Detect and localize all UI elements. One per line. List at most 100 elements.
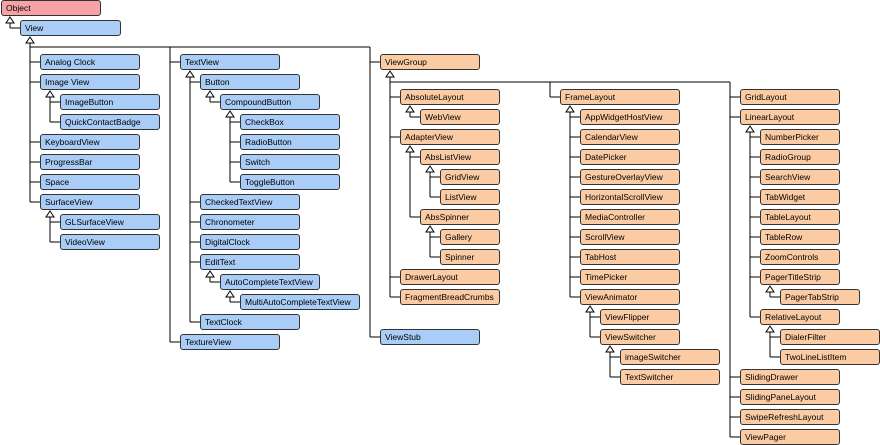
dialer-filter-node: DialerFilter	[780, 329, 880, 345]
inheritance-arrowhead	[45, 210, 55, 218]
table-layout-node: TableLayout	[760, 209, 840, 225]
inheritance-arrowhead	[425, 225, 435, 233]
multi-auto-complete-text-view-label: MultiAutoCompleteTextView	[245, 297, 351, 307]
sliding-drawer-node: SlidingDrawer	[740, 369, 840, 385]
inheritance-arrowhead	[385, 70, 395, 78]
pager-tab-strip-node: PagerTabStrip	[780, 289, 860, 305]
drawer-layout-node: DrawerLayout	[400, 269, 500, 285]
view-animator-node: ViewAnimator	[580, 289, 680, 305]
checked-text-view-label: CheckedTextView	[205, 197, 273, 207]
date-picker-node: DatePicker	[580, 149, 680, 165]
auto-complete-text-view-label: AutoCompleteTextView	[225, 277, 313, 287]
chronometer-node: Chronometer	[200, 214, 300, 230]
media-controller-node: MediaController	[580, 209, 680, 225]
inheritance-arrowhead	[565, 105, 575, 113]
keyboard-view-label: KeyboardView	[45, 137, 100, 147]
linear-layout-node: LinearLayout	[740, 109, 840, 125]
inheritance-arrowhead	[425, 165, 435, 173]
text-view-label: TextView	[185, 57, 219, 67]
relative-layout-node: RelativeLayout	[760, 309, 840, 325]
table-layout-label: TableLayout	[765, 212, 811, 222]
pager-title-strip-label: PagerTitleStrip	[765, 272, 821, 282]
inheritance-arrowhead	[745, 125, 755, 133]
linear-layout-label: LinearLayout	[745, 112, 795, 122]
date-picker-label: DatePicker	[585, 152, 627, 162]
video-view-node: VideoView	[60, 234, 160, 250]
gesture-overlay-view-node: GestureOverlayView	[580, 169, 680, 185]
button-label: Button	[205, 77, 230, 87]
table-row-label: TableRow	[765, 232, 803, 242]
image-switcher-label: imageSwitcher	[625, 352, 681, 362]
media-controller-label: MediaController	[585, 212, 645, 222]
view-group-label: ViewGroup	[385, 57, 427, 67]
calendar-view-label: CalendarView	[585, 132, 638, 142]
surface-view-node: SurfaceView	[40, 194, 140, 210]
swipe-refresh-layout-node: SwipeRefreshLayout	[740, 409, 840, 425]
time-picker-node: TimePicker	[580, 269, 680, 285]
texture-view-label: TextureView	[185, 337, 232, 347]
table-row-node: TableRow	[760, 229, 840, 245]
relative-layout-label: RelativeLayout	[765, 312, 822, 322]
inheritance-arrowhead	[605, 345, 615, 353]
compound-button-label: CompoundButton	[225, 97, 292, 107]
frame-layout-label: FrameLayout	[565, 92, 616, 102]
gl-surface-view-label: GLSurfaceView	[65, 217, 124, 227]
view-flipper-label: ViewFlipper	[605, 312, 650, 322]
radio-group-label: RadioGroup	[765, 152, 811, 162]
text-view-node: TextView	[180, 54, 280, 70]
zoom-controls-node: ZoomControls	[760, 249, 840, 265]
switch-node: Switch	[240, 154, 340, 170]
checked-text-view-node: CheckedTextView	[200, 194, 300, 210]
search-view-label: SearchView	[765, 172, 811, 182]
sliding-pane-layout-label: SlidingPaneLayout	[745, 392, 816, 402]
check-box-node: CheckBox	[240, 114, 340, 130]
inheritance-arrowhead	[765, 285, 775, 293]
text-switcher-node: TextSwitcher	[620, 369, 720, 385]
spinner-node: Spinner	[440, 249, 500, 265]
image-view-node: Image View	[40, 74, 140, 90]
edit-text-label: EditText	[205, 257, 236, 267]
inheritance-arrowhead	[405, 145, 415, 153]
absolute-layout-label: AbsoluteLayout	[405, 92, 464, 102]
inheritance-arrowhead	[585, 305, 595, 313]
image-button-node: ImageButton	[60, 94, 160, 110]
fragment-bread-crumbs-node: FragmentBreadCrumbs	[400, 289, 500, 305]
object-node: Object	[1, 0, 101, 16]
check-box-label: CheckBox	[245, 117, 284, 127]
texture-view-node: TextureView	[180, 334, 280, 350]
horizontal-scroll-view-node: HorizontalScrollView	[580, 189, 680, 205]
view-switcher-node: ViewSwitcher	[600, 329, 680, 345]
inheritance-arrowhead	[225, 290, 235, 298]
space-node: Space	[40, 174, 140, 190]
scroll-view-label: ScrollView	[585, 232, 625, 242]
grid-layout-node: GridLayout	[740, 89, 840, 105]
tab-host-node: TabHost	[580, 249, 680, 265]
radio-button-node: RadioButton	[240, 134, 340, 150]
dialer-filter-label: DialerFilter	[785, 332, 827, 342]
horizontal-scroll-view-label: HorizontalScrollView	[585, 192, 663, 202]
web-view-label: WebView	[425, 112, 461, 122]
search-view-node: SearchView	[760, 169, 840, 185]
progress-bar-node: ProgressBar	[40, 154, 140, 170]
list-view-node: ListView	[440, 189, 500, 205]
compound-button-node: CompoundButton	[220, 94, 320, 110]
fragment-bread-crumbs-label: FragmentBreadCrumbs	[405, 292, 494, 302]
view-pager-label: ViewPager	[745, 432, 786, 442]
quick-contact-badge-node: QuickContactBadge	[60, 114, 160, 130]
object-label: Object	[6, 3, 31, 13]
number-picker-node: NumberPicker	[760, 129, 840, 145]
two-line-list-item-label: TwoLineListItem	[785, 352, 847, 362]
multi-auto-complete-text-view-node: MultiAutoCompleteTextView	[240, 294, 360, 310]
view-stub-label: ViewStub	[385, 332, 421, 342]
sliding-drawer-label: SlidingDrawer	[745, 372, 798, 382]
inheritance-arrowhead	[405, 105, 415, 113]
abs-list-view-node: AbsListView	[420, 149, 500, 165]
analog-clock-label: Analog Clock	[45, 57, 96, 67]
digital-clock-node: DigitalClock	[200, 234, 300, 250]
view-animator-label: ViewAnimator	[585, 292, 638, 302]
gallery-label: Gallery	[445, 232, 472, 242]
view-switcher-label: ViewSwitcher	[605, 332, 656, 342]
inheritance-arrowhead	[205, 90, 215, 98]
inheritance-arrowhead	[205, 270, 215, 278]
